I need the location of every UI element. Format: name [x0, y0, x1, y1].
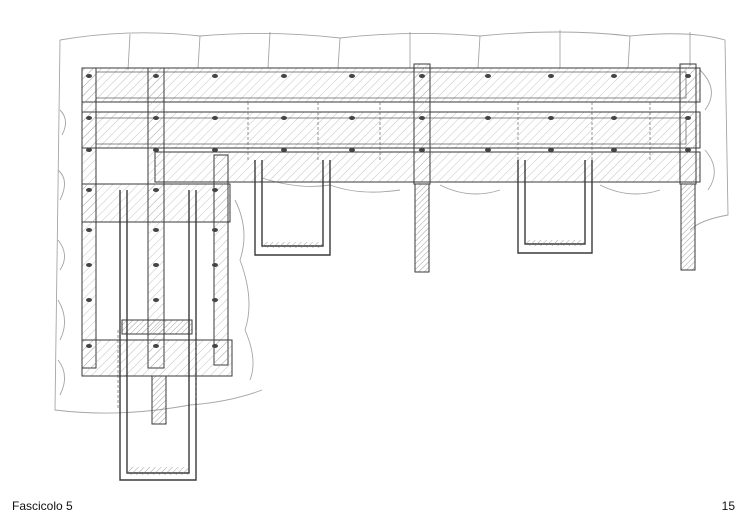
left-frame: [81, 67, 231, 369]
hidden-lines: [117, 102, 651, 410]
beam-top: [81, 67, 701, 103]
footer-caption: Fascicolo 5: [12, 499, 73, 513]
post-center: [413, 63, 431, 273]
beam-second: [81, 111, 701, 149]
post-right: [679, 63, 697, 271]
post-left-bottom: [151, 375, 167, 425]
bracket-2: [517, 160, 593, 254]
bolt-holes: [86, 74, 691, 348]
bracket-1: [254, 160, 331, 256]
page-number: 15: [721, 499, 735, 513]
